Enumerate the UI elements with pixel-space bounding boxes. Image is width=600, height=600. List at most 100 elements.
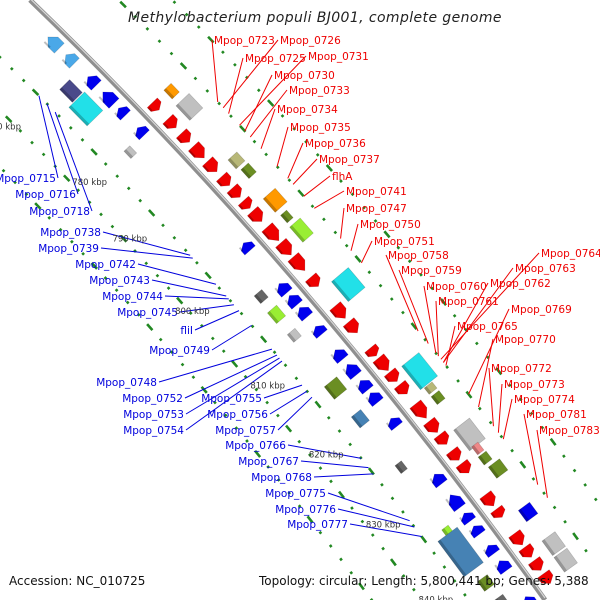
scale-tick	[252, 139, 257, 144]
scale-tick	[510, 448, 514, 453]
scale-tick	[239, 125, 247, 133]
scale-tick	[362, 205, 366, 210]
scale-tick	[13, 180, 17, 185]
scale-tick	[191, 375, 196, 380]
leader-line	[102, 231, 191, 256]
gene-label-forward: Mpop_0741	[346, 186, 407, 198]
reverse-gene-shade	[133, 131, 138, 137]
scale-tick	[90, 148, 98, 156]
cog-feature	[331, 267, 366, 303]
scale-tick	[465, 390, 473, 399]
cog-feature-shade	[331, 279, 351, 302]
cog-feature-shape	[430, 390, 446, 406]
reverse-gene-shade	[342, 368, 349, 375]
leader-line	[46, 103, 79, 195]
cog-feature-shade	[477, 579, 488, 592]
scale-tick	[349, 570, 354, 575]
cog-feature-shape	[123, 145, 138, 159]
reverse-gene-shape	[102, 91, 120, 109]
leader-line	[442, 267, 514, 363]
reverse-gene-shape	[496, 560, 513, 575]
scale-tick	[155, 273, 160, 278]
scale-tick	[103, 162, 108, 166]
leader-line	[292, 158, 318, 185]
scale-tick	[280, 114, 285, 118]
gene-label-forward: flhA	[332, 171, 353, 183]
forward-gene-shade	[227, 192, 233, 198]
forward-gene-shape	[261, 222, 280, 242]
cog-feature-shade	[478, 455, 487, 466]
scale-tick	[126, 186, 131, 191]
cog-feature-shade	[518, 508, 530, 522]
scale-tick	[221, 50, 225, 55]
forward-gene-shade	[528, 564, 534, 571]
scale-tick	[138, 198, 143, 203]
forward-gene-shape	[146, 97, 162, 112]
forward-gene	[393, 379, 410, 395]
reverse-gene-shade	[385, 422, 391, 428]
leader-line	[222, 39, 279, 109]
scale-tick	[110, 224, 115, 229]
scale-tick	[195, 260, 199, 265]
reverse-gene	[342, 364, 362, 381]
scale-tick	[223, 413, 228, 418]
leader-line	[440, 252, 540, 360]
forward-gene-shape	[537, 569, 554, 584]
scale-tick	[4, 115, 13, 123]
leader-line	[340, 207, 345, 239]
leader-line	[239, 55, 307, 126]
scale-tick	[360, 519, 365, 524]
gene-label-forward: Mpop_0769	[511, 304, 572, 316]
reverse-gene-shape	[448, 494, 466, 513]
reverse-gene-shade	[459, 516, 464, 522]
forward-gene-shade	[217, 180, 223, 187]
leader-line	[185, 360, 283, 431]
forward-gene	[342, 317, 360, 334]
forward-gene	[287, 252, 306, 272]
scale-tick	[254, 387, 259, 392]
cog-feature	[163, 82, 180, 100]
forward-gene-shape	[162, 113, 178, 129]
scale-tick	[572, 468, 577, 473]
reverse-gene-shape	[332, 349, 349, 365]
cog-feature	[471, 441, 485, 456]
cog-feature-shade	[289, 225, 306, 243]
cog-feature-shade	[351, 415, 363, 428]
scale-tick	[266, 99, 275, 107]
forward-gene	[226, 183, 243, 199]
reverse-gene	[522, 596, 539, 600]
forward-gene	[201, 156, 219, 173]
gene-label-forward: Mpop_0747	[346, 203, 407, 215]
scale-tick	[221, 349, 226, 353]
cog-feature-shape	[350, 409, 370, 429]
cog-feature-shade	[324, 385, 337, 400]
forward-gene-shade	[188, 150, 196, 158]
leader-line	[276, 126, 289, 167]
cog-feature	[487, 458, 509, 479]
forward-gene-shade	[288, 261, 296, 270]
scale-tick	[593, 497, 598, 502]
reverse-gene	[310, 325, 328, 339]
gene-label-forward: Mpop_0765	[457, 321, 518, 333]
scale-tick	[350, 192, 355, 197]
scale-tick	[350, 506, 354, 510]
leader-line	[488, 367, 494, 427]
gene-label-reverse: Mpop_0749	[149, 345, 210, 357]
scale-tick	[217, 286, 222, 290]
leader-line	[185, 357, 280, 415]
reverse-gene-shape	[345, 364, 362, 381]
scale-tick	[260, 335, 268, 344]
accession-label: Accession: NC_010725	[9, 574, 146, 588]
cog-feature-shade	[227, 158, 239, 169]
scale-tick	[294, 376, 299, 381]
scale-tick	[144, 261, 149, 266]
scale-tick	[456, 379, 460, 383]
scale-tick	[328, 544, 333, 548]
forward-gene-shape	[393, 379, 410, 395]
leader-line	[211, 39, 219, 103]
cog-feature-shade	[553, 555, 567, 573]
forward-gene-shade	[262, 231, 270, 240]
reverse-gene-shade	[98, 96, 106, 104]
cog-feature	[227, 151, 246, 170]
scale-tick	[115, 174, 120, 179]
